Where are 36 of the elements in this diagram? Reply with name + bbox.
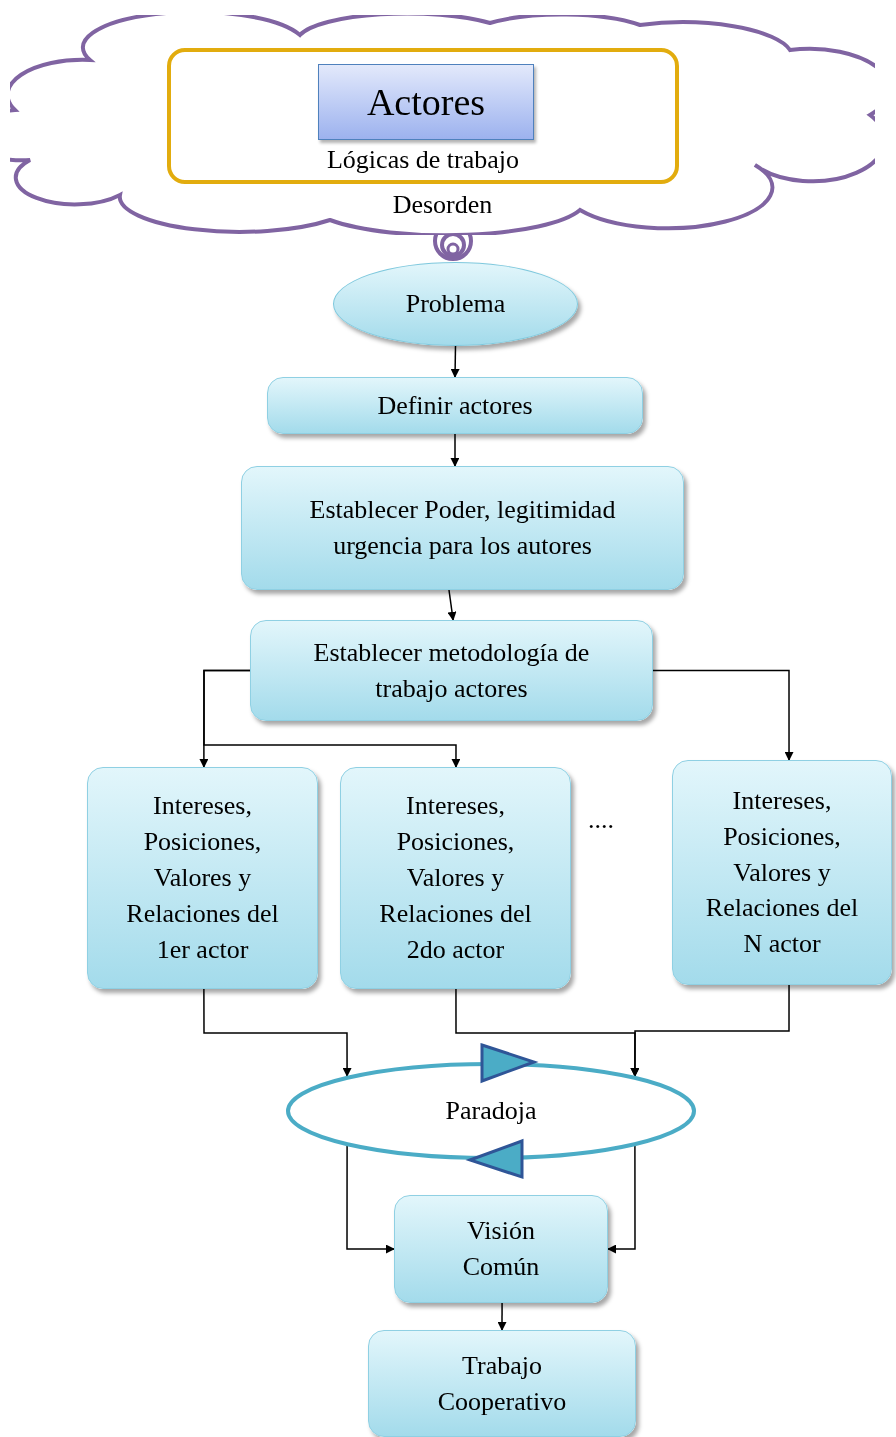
process-box <box>250 620 653 721</box>
ellipsis-text: .... <box>588 804 614 836</box>
process-box <box>340 767 571 989</box>
node-text: Actores <box>366 79 486 125</box>
arrow <box>607 1145 636 1254</box>
node-text: Intereses, Posiciones, Valores y Relaciones del N actor <box>704 784 860 961</box>
arrow <box>203 669 461 768</box>
process-box <box>87 767 318 989</box>
node-text: Establecer Poder, legitimidad urgencia para los autores <box>308 494 617 562</box>
arrow <box>652 669 794 761</box>
node-text: Intereses, Posiciones, Valores y Relaciones del 2do actor <box>378 790 533 966</box>
arrow <box>497 1302 507 1331</box>
node-text: Definir actores <box>377 389 533 422</box>
process-box <box>672 760 892 985</box>
arrow <box>346 1145 395 1254</box>
process-box <box>394 1195 608 1303</box>
cycle-ellipse <box>286 1042 696 1180</box>
title-box <box>318 64 534 140</box>
node-text: Lógicas de trabajo <box>327 144 519 177</box>
node-text: Visión Común <box>461 1215 541 1283</box>
arrow <box>203 988 352 1077</box>
arrow <box>450 345 460 378</box>
process-box <box>241 466 684 590</box>
arrow <box>450 433 460 467</box>
node-text: Trabajo Cooperativo <box>436 1349 568 1418</box>
node-text: Desorden <box>392 189 493 222</box>
node-text: Paradoja <box>445 1095 537 1128</box>
arrow <box>630 984 790 1077</box>
node-text: Problema <box>405 288 506 321</box>
rounded-frame <box>167 48 679 184</box>
node-text: Intereses, Posiciones, Valores y Relaciones del 1er actor <box>125 790 280 966</box>
node-text: Establecer metodología de trabajo actores <box>312 636 591 705</box>
cloud-shape <box>10 15 875 235</box>
process-box <box>267 377 643 434</box>
process-box <box>368 1330 636 1437</box>
arrow <box>447 589 457 621</box>
